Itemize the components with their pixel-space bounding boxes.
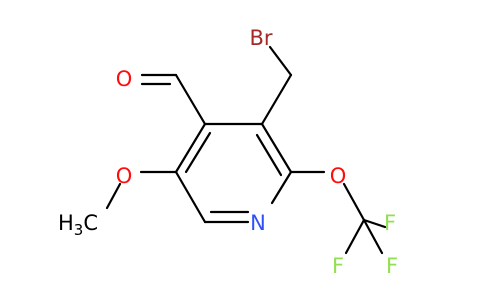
methyl-subscript: 3 [74,221,84,239]
atom-bromine: Br [249,26,272,50]
atom-fluorine-top: F [384,211,396,235]
bond-c6-c5 [174,170,207,224]
methyl-label: H3C [58,211,98,239]
bond-c3-c2 [260,122,293,174]
methyl-carbon: C [83,211,98,235]
bond-c3-c2-double [255,133,283,177]
bond-ch2-br [268,45,293,77]
bond-c5-c4-double [184,131,212,174]
bond-o-ch3 [105,182,122,210]
atom-oxygen-aldehyde: O [116,67,133,91]
atom-fluorine-right: F [386,254,398,278]
bond-cf3-f-left [344,218,366,255]
bond-o-cf3 [342,182,366,222]
methyl-hydrogen: H [58,211,74,235]
bond-cf3-f-top [362,218,387,229]
atom-oxygen-methoxy: O [116,164,133,188]
bond-c5-c4 [174,122,207,174]
atom-nitrogen-ring: N [250,211,266,235]
bond-c3-ch2 [260,73,293,126]
bond-c2-n [270,170,293,205]
bond-c4-cho [174,73,207,126]
atom-oxygen-trifluoromethoxy: O [330,164,347,188]
atom-fluorine-left: F [332,254,344,278]
bond-cf3-f-right [362,218,384,255]
